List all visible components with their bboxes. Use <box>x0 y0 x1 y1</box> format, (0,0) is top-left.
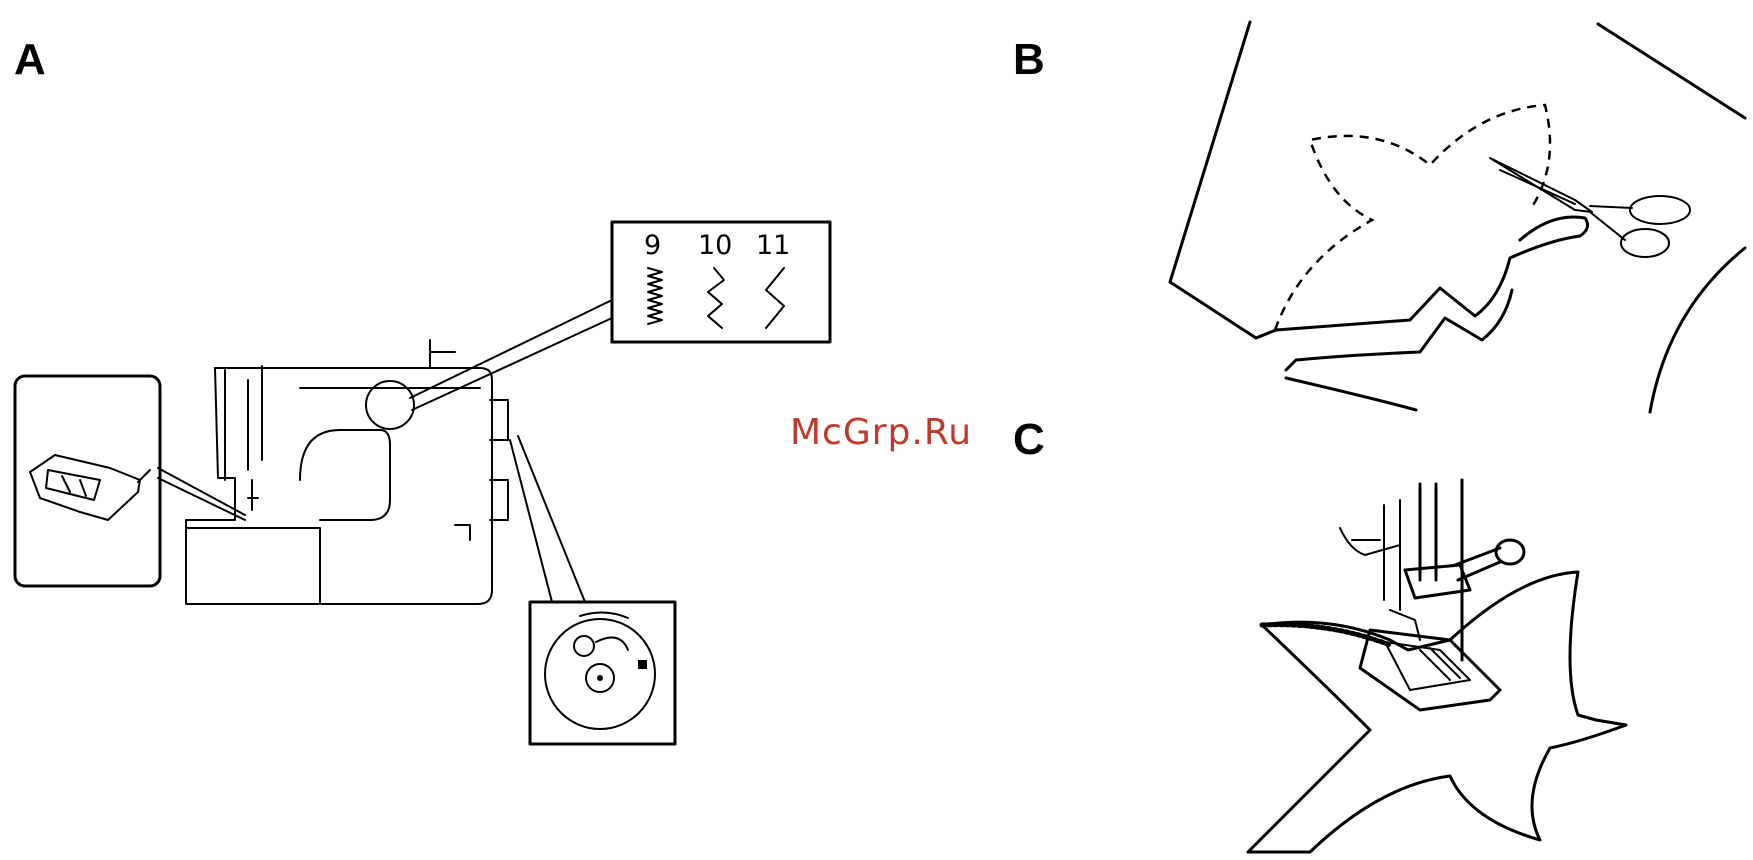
stitch-number-10: 10 <box>698 230 732 261</box>
sewing-machine-body <box>186 340 508 604</box>
cut-applique-edge <box>1256 217 1588 338</box>
scissors-icon <box>1490 158 1690 257</box>
applique-star-shape <box>1248 572 1626 852</box>
panel-b-cutting <box>1170 22 1745 412</box>
stitch-length-inset-box <box>530 602 675 744</box>
stitch-number-9: 9 <box>644 230 661 261</box>
panel-a-sewing-machine: 9 10 11 <box>15 222 830 744</box>
zigzag-foot-icon <box>30 455 150 520</box>
stitch-pattern-11-icon <box>766 268 784 328</box>
panel-c-stitching <box>1248 480 1626 852</box>
fabric-outline <box>1170 22 1256 338</box>
stitch-number-11: 11 <box>756 230 790 261</box>
stitch-pattern-10-icon <box>708 268 724 328</box>
dashed-cut-line <box>1275 105 1550 330</box>
stitch-pattern-box: 9 10 11 <box>612 222 830 342</box>
stitch-length-dial-icon <box>545 619 655 729</box>
stitch-pattern-9-icon <box>648 268 662 324</box>
